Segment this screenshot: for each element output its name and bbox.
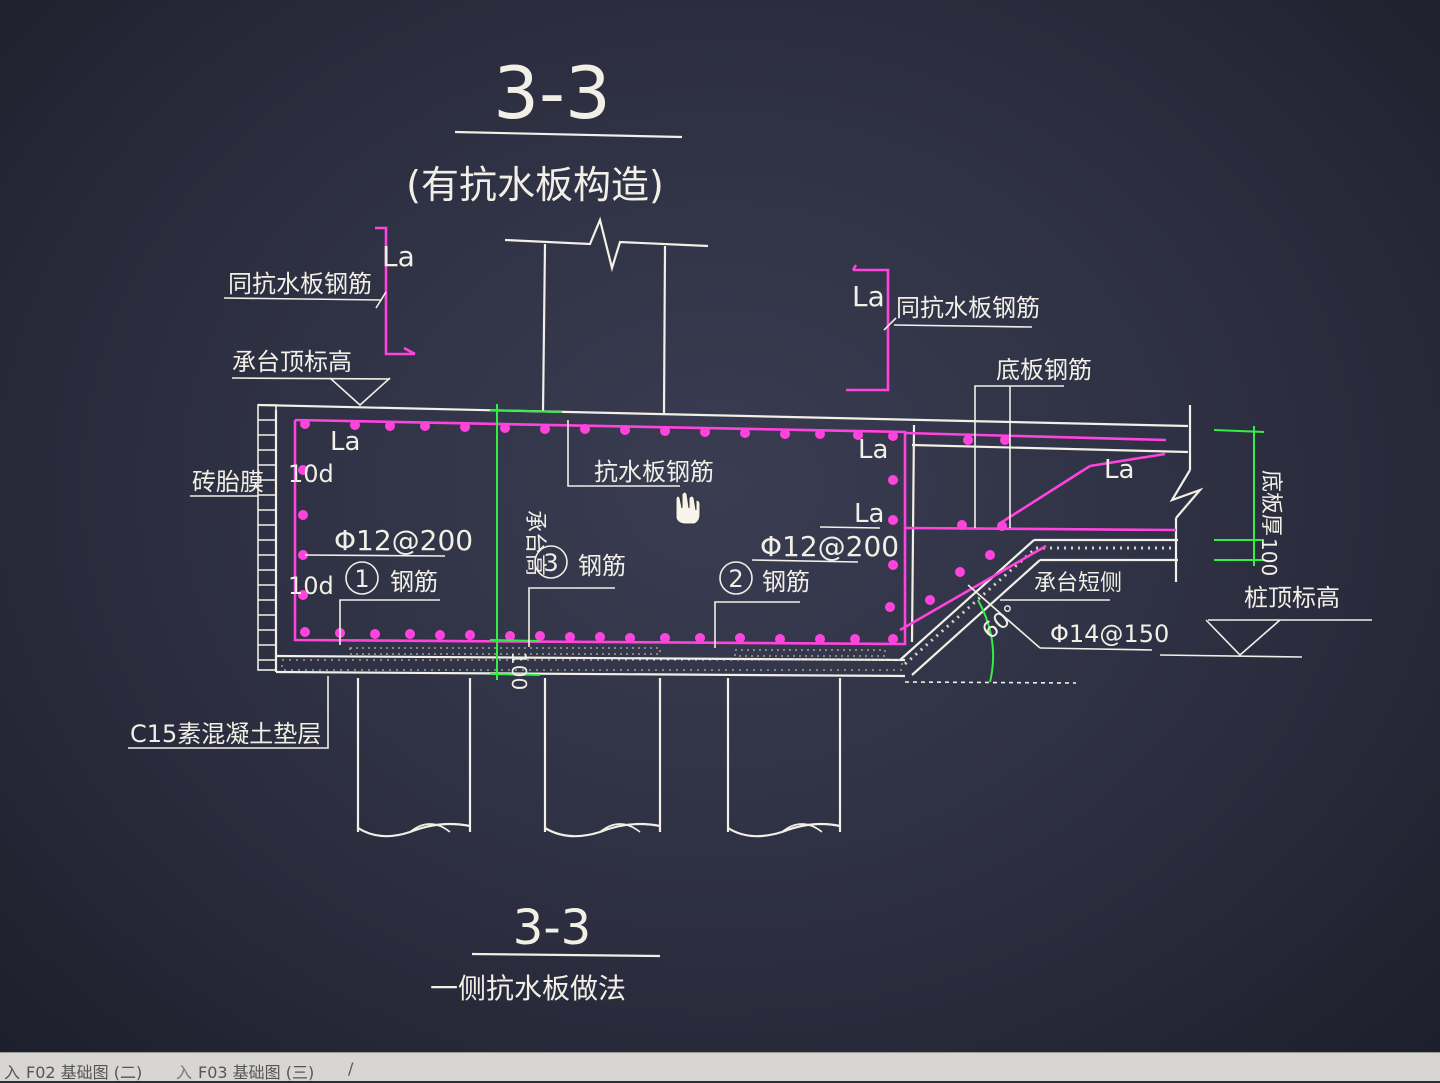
bottom-section-title: 3-3 [513,900,591,956]
svg-text:钢筋: 钢筋 [578,552,626,580]
pile-cap-outline [257,403,1204,684]
la-label-inside-right-top: La [858,435,888,465]
label-brick-mold: 砖胎膜 [192,468,264,496]
brick-mold-hatch [257,404,277,671]
label-c15-cushion: C15素混凝土垫层 [130,720,321,748]
svg-text:2: 2 [728,565,743,593]
bottom-section-subtitle: 一侧抗水板做法 [430,972,626,1005]
label-bottom-rebar: 底板钢筋 [996,356,1092,384]
svg-text:钢筋: 钢筋 [390,568,438,596]
leaders [128,291,1372,749]
rebar-marker-2: 2 钢筋 [719,561,810,596]
label-same-plate-rebar-right: 同抗水板钢筋 [896,294,1040,322]
rebar-marker-1: 1 钢筋 [345,561,438,596]
rebar-spec-left: Φ12@200 [334,524,473,557]
dim-100-right: 100 [1257,538,1281,576]
la-label-slab: La [1104,455,1134,485]
label-plate-rebar: 抗水板钢筋 [594,458,714,486]
cad-drawing-canvas[interactable]: 3-3 (有抗水板构造) [0,0,1440,1052]
label-cap-top-elev: 承台顶标高 [232,348,352,376]
ten-d-upper: 10d [288,460,334,488]
svg-text:钢筋: 钢筋 [762,568,810,596]
la-label-top-right: La [852,280,885,313]
svg-text:1: 1 [354,565,369,593]
la-label-inside-right-mid: La [854,499,884,529]
layout-tab-bar: 入 F02 基础图 (二) 入 F03 基础图 (三) / [0,1052,1440,1082]
label-same-plate-rebar-left: 同抗水板钢筋 [228,270,372,298]
tab-f02[interactable]: F02 基础图 (二) [26,1063,143,1082]
angle-label: 60° [978,600,1024,644]
hand-cursor-icon [675,491,701,525]
tab-tail: / [348,1059,354,1078]
svg-text:3: 3 [543,549,558,577]
rebar-marker-3: 3 钢筋 [534,545,626,580]
cushion-speckle [281,546,1176,671]
dim-100-left: 100 [507,652,531,690]
top-title-underline [454,130,683,139]
rebar-spec-right: Φ12@200 [760,530,899,563]
dimension-lines [489,404,1265,683]
piles [356,678,842,838]
top-section-subtitle: (有抗水板构造) [406,163,664,207]
tab-separator: 入 [176,1063,193,1082]
column-outline [504,216,709,415]
label-pile-top-elev: 桩顶标高 [1244,584,1340,612]
la-label-inside-left: La [330,427,360,457]
tab-f03[interactable]: F03 基础图 (三) [198,1063,315,1082]
label-cap-side: 承台短侧 [1034,571,1122,596]
ten-d-lower: 10d [288,572,334,600]
rebar-spec-slope: Φ14@150 [1050,620,1169,648]
label-plate-thick: 底板厚 [1258,470,1283,536]
bottom-title-underline [471,952,661,958]
la-label-top-left: La [382,240,415,273]
rebar-dots [298,419,1010,644]
top-section-title: 3-3 [493,51,611,135]
rebar-cage [293,226,1177,646]
tab-arrow-prefix[interactable]: 入 [4,1063,21,1082]
